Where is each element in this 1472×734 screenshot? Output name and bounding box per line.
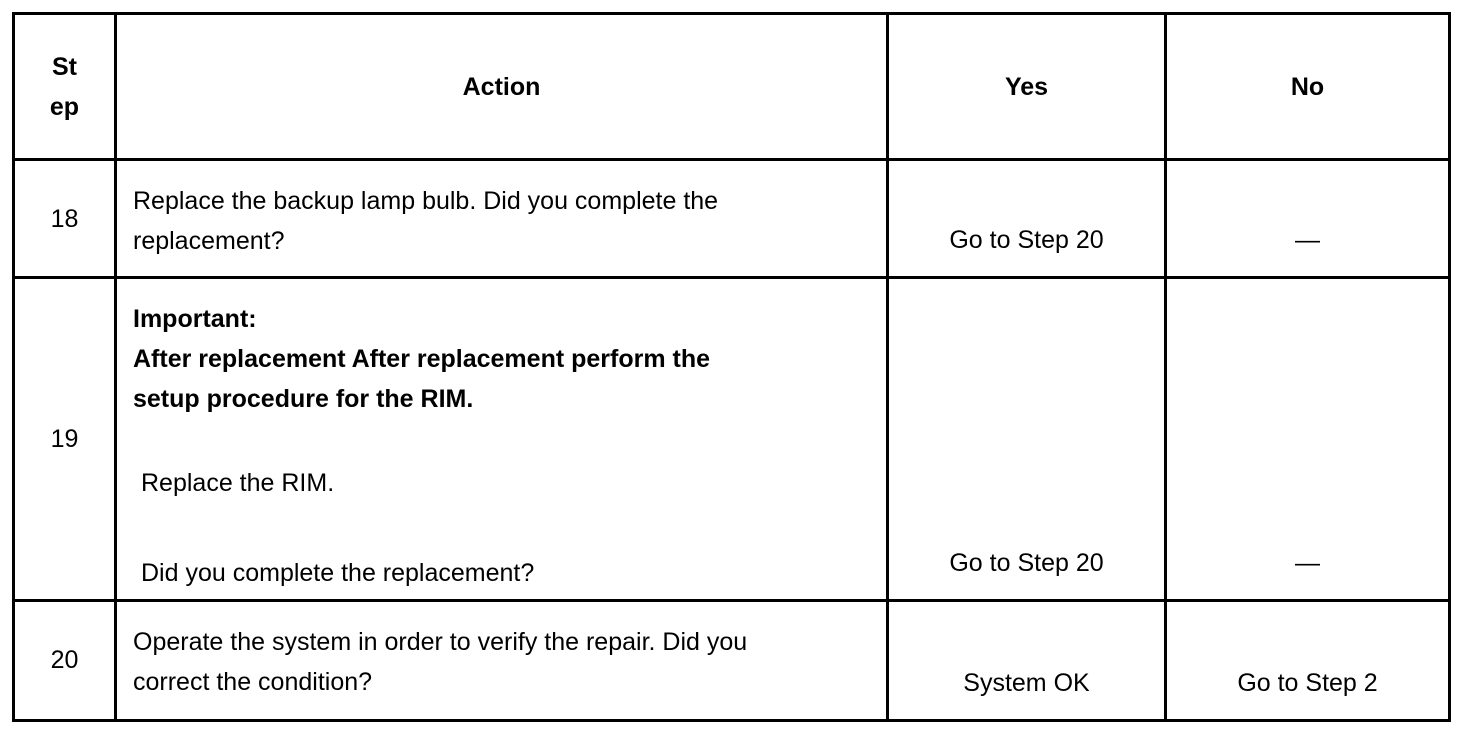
- table-row-step-20: 20 Operate the system in order to verify…: [12, 598, 1451, 723]
- no-cell: —: [1164, 276, 1451, 602]
- yes-cell: Go to Step 20: [886, 276, 1167, 602]
- table-row-step-18: 18 Replace the backup lamp bulb. Did you…: [12, 158, 1451, 280]
- no-result: Go to Step 2: [1237, 669, 1378, 697]
- action-cell: Important: After replacement After repla…: [114, 276, 889, 602]
- header-action: Action: [114, 11, 889, 162]
- question-text: Did you complete the replacement?: [141, 559, 535, 588]
- yes-result: Go to Step 20: [949, 226, 1104, 255]
- no-result: —: [1295, 548, 1320, 577]
- yes-cell: System OK: [886, 598, 1167, 723]
- header-no: No: [1164, 11, 1451, 162]
- no-cell: —: [1164, 158, 1451, 280]
- header-yes: Yes: [886, 11, 1167, 162]
- important-line: setup procedure for the RIM.: [133, 385, 474, 414]
- action-line: correct the condition?: [133, 667, 373, 696]
- no-result: —: [1295, 226, 1320, 255]
- header-step-line1: St: [52, 52, 77, 81]
- important-line: After replacement After replacement perf…: [133, 345, 711, 374]
- diagnostic-table: St ep Action Yes No 18 Replace the backu…: [12, 11, 1451, 723]
- header-step-line2: ep: [49, 92, 80, 121]
- yes-result: System OK: [963, 669, 1090, 697]
- yes-cell: Go to Step 20: [886, 158, 1167, 280]
- action-cell: Replace the backup lamp bulb. Did you co…: [114, 158, 889, 280]
- action-cell: Operate the system in order to verify th…: [114, 598, 889, 723]
- action-line: Operate the system in order to verify th…: [133, 627, 748, 656]
- table-row-step-19: 19 Important: After replacement After re…: [12, 276, 1451, 602]
- table-header-row: St ep Action Yes No: [12, 11, 1451, 162]
- action-line: Replace the backup lamp bulb. Did you co…: [133, 187, 719, 216]
- instruction-text: Replace the RIM.: [141, 469, 335, 498]
- step-number: 20: [12, 598, 117, 723]
- step-number: 19: [12, 276, 117, 602]
- step-number: 18: [12, 158, 117, 280]
- header-step: St ep: [12, 11, 117, 162]
- yes-result: Go to Step 20: [949, 548, 1104, 577]
- important-title: Important:: [133, 305, 257, 334]
- action-line: replacement?: [133, 227, 285, 256]
- no-cell: Go to Step 2: [1164, 598, 1451, 723]
